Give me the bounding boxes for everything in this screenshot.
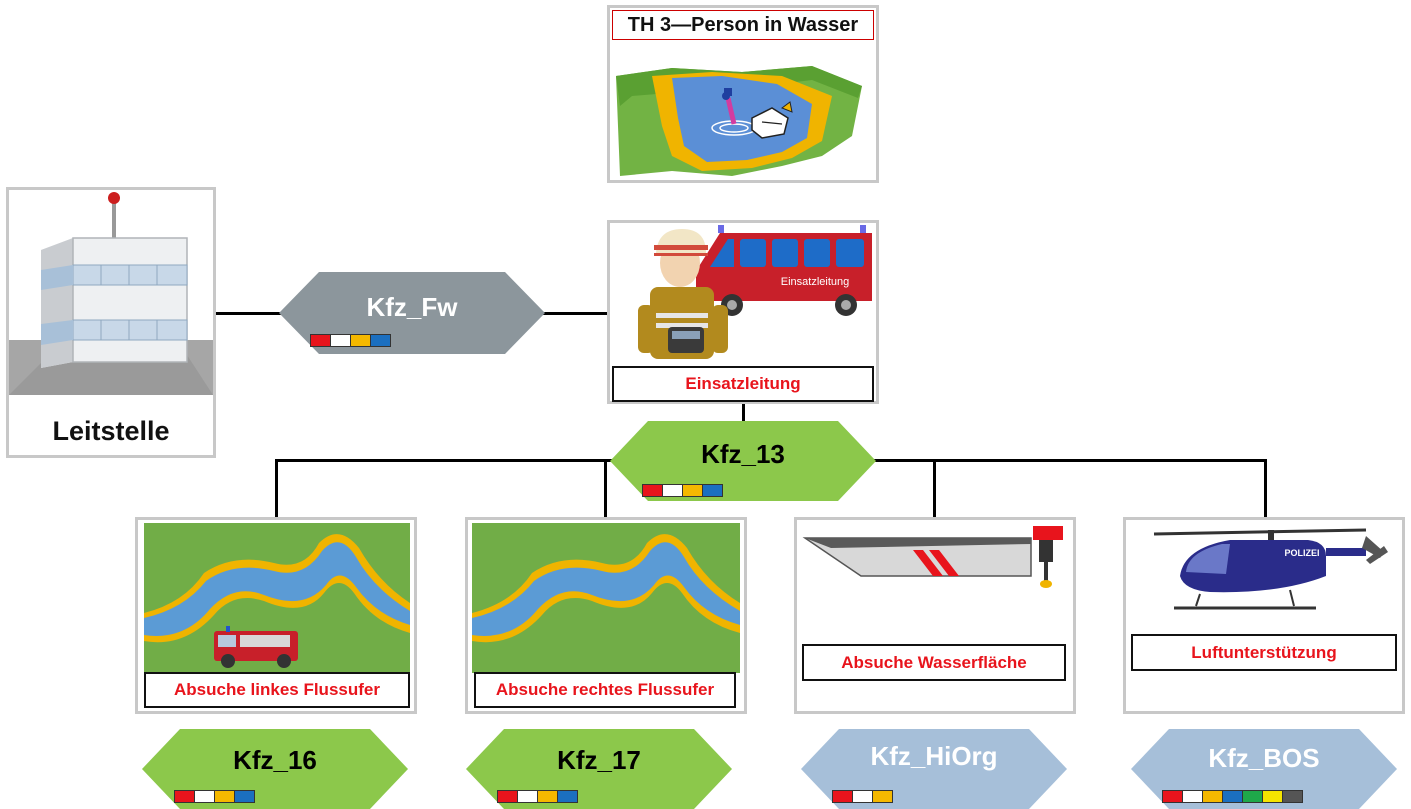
kfz-hiorg-color-strip [832, 790, 893, 803]
unit-panel-left-bank: Absuche linkes Flussufer [135, 517, 417, 714]
kfz-13-color-strip [642, 484, 723, 497]
river-image [472, 523, 740, 673]
hex-shape [279, 272, 545, 354]
connector-fw-einsatzleitung [540, 312, 610, 315]
unit-panel-right-bank: Absuche rechtes Flussufer [465, 517, 747, 714]
command-vehicle-image: Einsatzleitung [638, 225, 872, 359]
kfz-fw-label: Kfz_Fw [366, 292, 458, 322]
link-kfz-16[interactable]: Kfz_16 [142, 729, 408, 809]
unit-panel-air: POLIZEI Luftunterstützung [1123, 517, 1405, 714]
unit-label-air: Luftunterstützung [1131, 634, 1397, 671]
link-kfz-13[interactable]: Kfz_13 [610, 421, 876, 501]
river-fire-truck-image [144, 523, 410, 673]
control-center-building-image [9, 192, 213, 395]
hex-shape [610, 421, 876, 501]
link-kfz-hiorg[interactable]: Kfz_HiOrg [801, 729, 1067, 809]
unit-panel-water: Absuche Wasserfläche [794, 517, 1076, 714]
leitstelle-panel: Leitstelle [6, 187, 216, 458]
kfz-bos-label: Kfz_BOS [1208, 743, 1320, 773]
kfz-16-label: Kfz_16 [233, 745, 317, 775]
unit-label-left-bank: Absuche linkes Flussufer [144, 672, 410, 708]
hex-shape [466, 729, 732, 809]
rescue-boat-image [802, 526, 1063, 588]
connector-einsatzleitung-k13 [742, 403, 745, 423]
connector-drop-1 [275, 459, 278, 519]
leitstelle-label: Leitstelle [52, 416, 170, 446]
connector-drop-2 [604, 459, 607, 519]
kfz-17-color-strip [497, 790, 578, 803]
river-person-image [616, 66, 862, 176]
kfz-fw-color-strip [310, 334, 391, 347]
vehicle-door-text: Einsatzleitung [781, 276, 850, 288]
hex-shape [142, 729, 408, 809]
scenario-panel: TH 3—Person in Wasser [607, 5, 879, 183]
police-helicopter-image: POLIZEI [1153, 528, 1388, 610]
kfz-17-label: Kfz_17 [557, 745, 641, 775]
kfz-16-color-strip [174, 790, 255, 803]
connector-drop-4 [1264, 459, 1267, 519]
hex-shape [801, 729, 1067, 809]
kfz-bos-color-strip [1162, 790, 1303, 803]
helicopter-text: POLIZEI [1284, 548, 1319, 558]
connector-bus-left [275, 459, 613, 462]
scenario-title: TH 3—Person in Wasser [612, 10, 874, 40]
kfz-13-label: Kfz_13 [701, 439, 785, 469]
kfz-hiorg-label: Kfz_HiOrg [870, 741, 998, 771]
link-kfz-17[interactable]: Kfz_17 [466, 729, 732, 809]
link-kfz-fw[interactable]: Kfz_Fw [279, 272, 545, 354]
connector-bus-right [872, 459, 1267, 462]
einsatzleitung-label: Einsatzleitung [612, 366, 874, 402]
unit-label-water: Absuche Wasserfläche [802, 644, 1066, 681]
connector-leitstelle-fw [215, 312, 285, 315]
einsatzleitung-panel: Einsatzleitung Einsatzleitung [607, 220, 879, 404]
connector-drop-3 [933, 459, 936, 519]
unit-label-right-bank: Absuche rechtes Flussufer [474, 672, 736, 708]
link-kfz-bos[interactable]: Kfz_BOS [1131, 729, 1397, 809]
hex-shape [1131, 729, 1397, 809]
